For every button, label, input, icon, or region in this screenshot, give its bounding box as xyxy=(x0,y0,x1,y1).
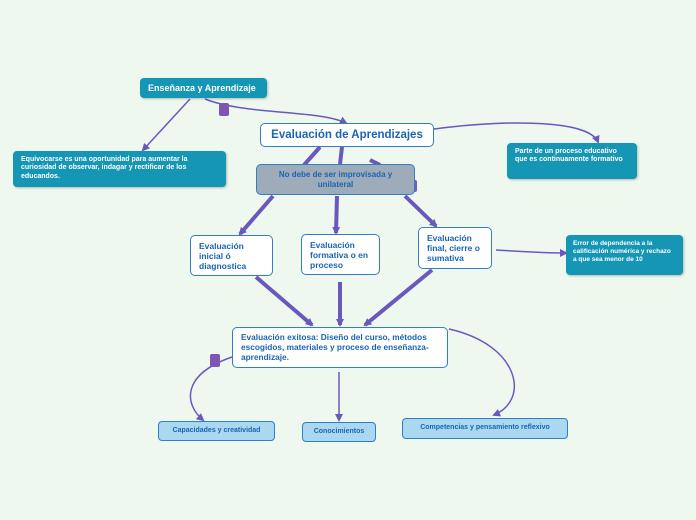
collapse-handle[interactable] xyxy=(210,354,220,367)
node-parte-proceso-label: Parte de un proceso educativo que es con… xyxy=(515,148,623,164)
collapse-handle[interactable] xyxy=(219,103,229,116)
link-main-gray-left xyxy=(302,145,322,167)
node-evaluacion-inicial[interactable]: Evaluación inicial ó diagnostica xyxy=(190,235,273,276)
node-error-dependencia[interactable]: Error de dependencia a la calificación n… xyxy=(566,235,683,275)
node-competencias-label: Competencias y pensamiento reflexivo xyxy=(420,424,550,431)
node-equivocarse[interactable]: Equivocarse es una oportunidad para aume… xyxy=(13,151,226,187)
node-evaluacion-final[interactable]: Evaluación final, cierre o sumativa xyxy=(418,227,492,269)
node-evaluacion-final-label: Evaluación final, cierre o sumativa xyxy=(427,233,480,264)
link-inicial-exitosa xyxy=(254,275,314,327)
node-competencias[interactable]: Competencias y pensamiento reflexivo xyxy=(402,418,568,439)
node-evaluacion-exitosa-label: Evaluación exitosa: Diseño del curso, mé… xyxy=(241,332,429,362)
node-evaluacion-formativa-label: Evaluación formativa o en proceso xyxy=(310,240,369,271)
link-exitosa-competencias xyxy=(448,328,516,417)
node-equivocarse-label: Equivocarse es una oportunidad para aume… xyxy=(21,156,188,180)
node-main-title[interactable]: Evaluación de Aprendizajes xyxy=(260,123,434,147)
link-to-inicial xyxy=(238,194,275,236)
node-evaluacion-inicial-label: Evaluación inicial ó diagnostica xyxy=(199,241,247,272)
node-ensenanza-label: Enseñanza y Aprendizaje xyxy=(148,83,256,93)
link-to-final xyxy=(403,194,438,228)
node-conocimientos-label: Conocimientos xyxy=(313,428,365,435)
node-capacidades-label: Capacidades y creatividad xyxy=(172,427,261,434)
node-ensenanza[interactable]: Enseñanza y Aprendizaje xyxy=(140,78,267,98)
link-to-formativa xyxy=(332,195,341,235)
node-no-improvisada-label: No debe de ser improvisada y unilateral xyxy=(278,170,393,189)
main-title-label: Evaluación de Aprendizajes xyxy=(271,129,423,141)
node-evaluacion-formativa[interactable]: Evaluación formativa o en proceso xyxy=(301,234,380,275)
link-ensenanza-equivocarse xyxy=(141,98,191,152)
node-parte-proceso[interactable]: Parte de un proceso educativo que es con… xyxy=(507,143,637,179)
node-conocimientos[interactable]: Conocimientos xyxy=(302,422,376,442)
node-capacidades[interactable]: Capacidades y creatividad xyxy=(158,421,275,441)
node-error-dependencia-label: Error de dependencia a la calificación n… xyxy=(573,240,671,263)
link-final-error xyxy=(495,248,568,257)
node-evaluacion-exitosa[interactable]: Evaluación exitosa: Diseño del curso, mé… xyxy=(232,327,448,368)
node-no-improvisada[interactable]: No debe de ser improvisada y unilateral xyxy=(256,164,415,195)
link-main-parte xyxy=(433,122,600,144)
link-final-exitosa xyxy=(363,268,434,327)
link-main-gray-center xyxy=(338,146,344,165)
